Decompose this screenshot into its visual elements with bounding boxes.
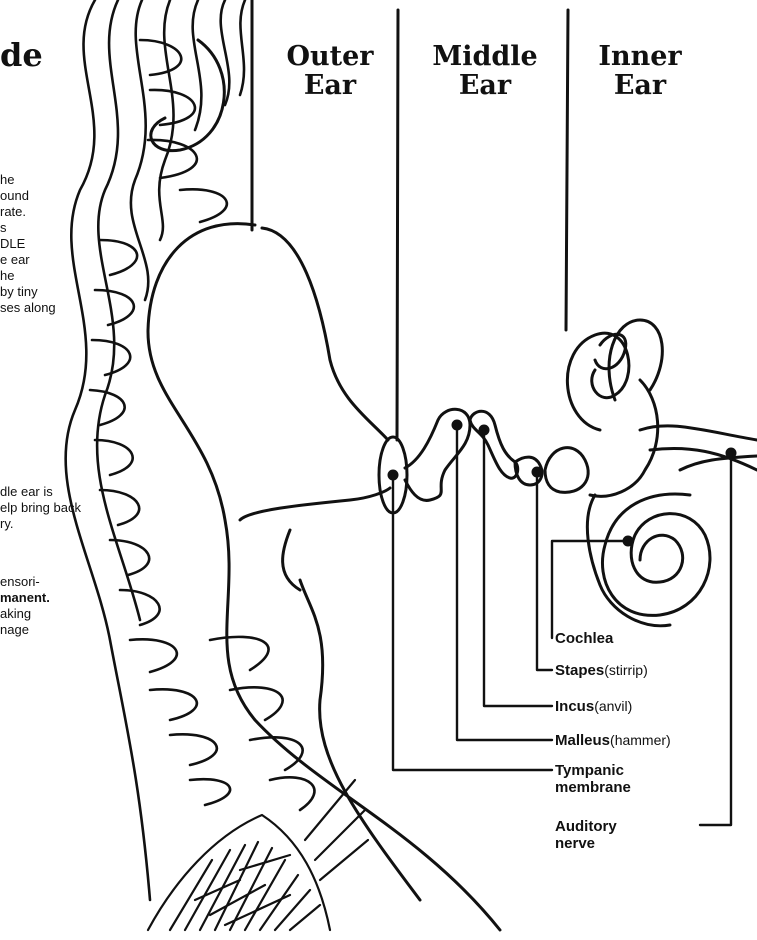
label-tympanic-membrane: Tympanic membrane (555, 762, 631, 796)
side-text-line: DLE (0, 236, 56, 252)
label-cochlea: Cochlea (555, 630, 613, 647)
side-text-line: he (0, 172, 56, 188)
label-incus: Incus(anvil) (555, 698, 632, 715)
header-inner-line2: Ear (585, 71, 695, 100)
pinna-texture (66, 0, 315, 900)
label-tympanic-line1: Tympanic (555, 762, 631, 779)
side-text-line: ound (0, 188, 56, 204)
semicircular-canal-2 (609, 320, 662, 400)
side-text-line: s (0, 220, 56, 236)
hair-tuft (148, 780, 368, 930)
leader-auditory (700, 453, 731, 825)
leader-tympanic (393, 475, 552, 770)
page-title-fragment: de (0, 36, 43, 74)
side-text-line: rate. (0, 204, 56, 220)
side-text-line: ensori- (0, 574, 50, 590)
header-inner-line1: Inner (585, 42, 695, 71)
side-text-line: he (0, 268, 56, 284)
cochlea-spiral (602, 494, 710, 615)
side-text-line: elp bring back (0, 500, 81, 516)
label-auditory-line2: nerve (555, 835, 617, 852)
side-text-line: by tiny (0, 284, 56, 300)
header-inner-ear: Inner Ear (585, 42, 695, 100)
header-outer-ear: Outer Ear (280, 42, 380, 100)
label-incus-sub: (anvil) (594, 698, 632, 714)
side-text-line: e ear (0, 252, 56, 268)
label-stapes: Stapes(stirrip) (555, 662, 648, 679)
label-malleus: Malleus(hammer) (555, 732, 671, 749)
header-outer-line2: Ear (280, 71, 380, 100)
side-paragraph-1: he ound rate. s DLE e ear he by tiny ses… (0, 172, 56, 316)
header-outer-line1: Outer (280, 42, 380, 71)
side-paragraph-2: dle ear is elp bring back ry. (0, 484, 81, 532)
label-cochlea-text: Cochlea (555, 630, 613, 647)
header-middle-line2: Ear (420, 71, 550, 100)
side-text-line: ses along (0, 300, 56, 316)
leader-stapes (537, 472, 552, 670)
header-middle-ear: Middle Ear (420, 42, 550, 100)
side-text-line: manent. (0, 590, 50, 606)
header-middle-line1: Middle (420, 42, 550, 71)
label-auditory-line1: Auditory (555, 818, 617, 835)
label-incus-text: Incus (555, 698, 594, 715)
label-stapes-sub: (stirrip) (604, 662, 648, 678)
semicircular-canal-1 (567, 333, 629, 430)
label-auditory-nerve: Auditory nerve (555, 818, 617, 852)
side-text-line: nage (0, 622, 50, 638)
label-tympanic-line2: membrane (555, 779, 631, 796)
helix-curl (151, 40, 224, 151)
divider-middle-inner (566, 10, 568, 330)
incus-shape (470, 411, 518, 478)
label-malleus-sub: (hammer) (610, 732, 671, 748)
side-paragraph-3: ensori- manent. aking nage (0, 574, 50, 638)
vestibule (545, 448, 588, 493)
side-text-line: aking (0, 606, 50, 622)
label-stapes-text: Stapes (555, 662, 604, 679)
side-text-line: ry. (0, 516, 81, 532)
divider-outer-middle (397, 10, 398, 440)
label-malleus-text: Malleus (555, 732, 610, 749)
side-text-line: dle ear is (0, 484, 81, 500)
